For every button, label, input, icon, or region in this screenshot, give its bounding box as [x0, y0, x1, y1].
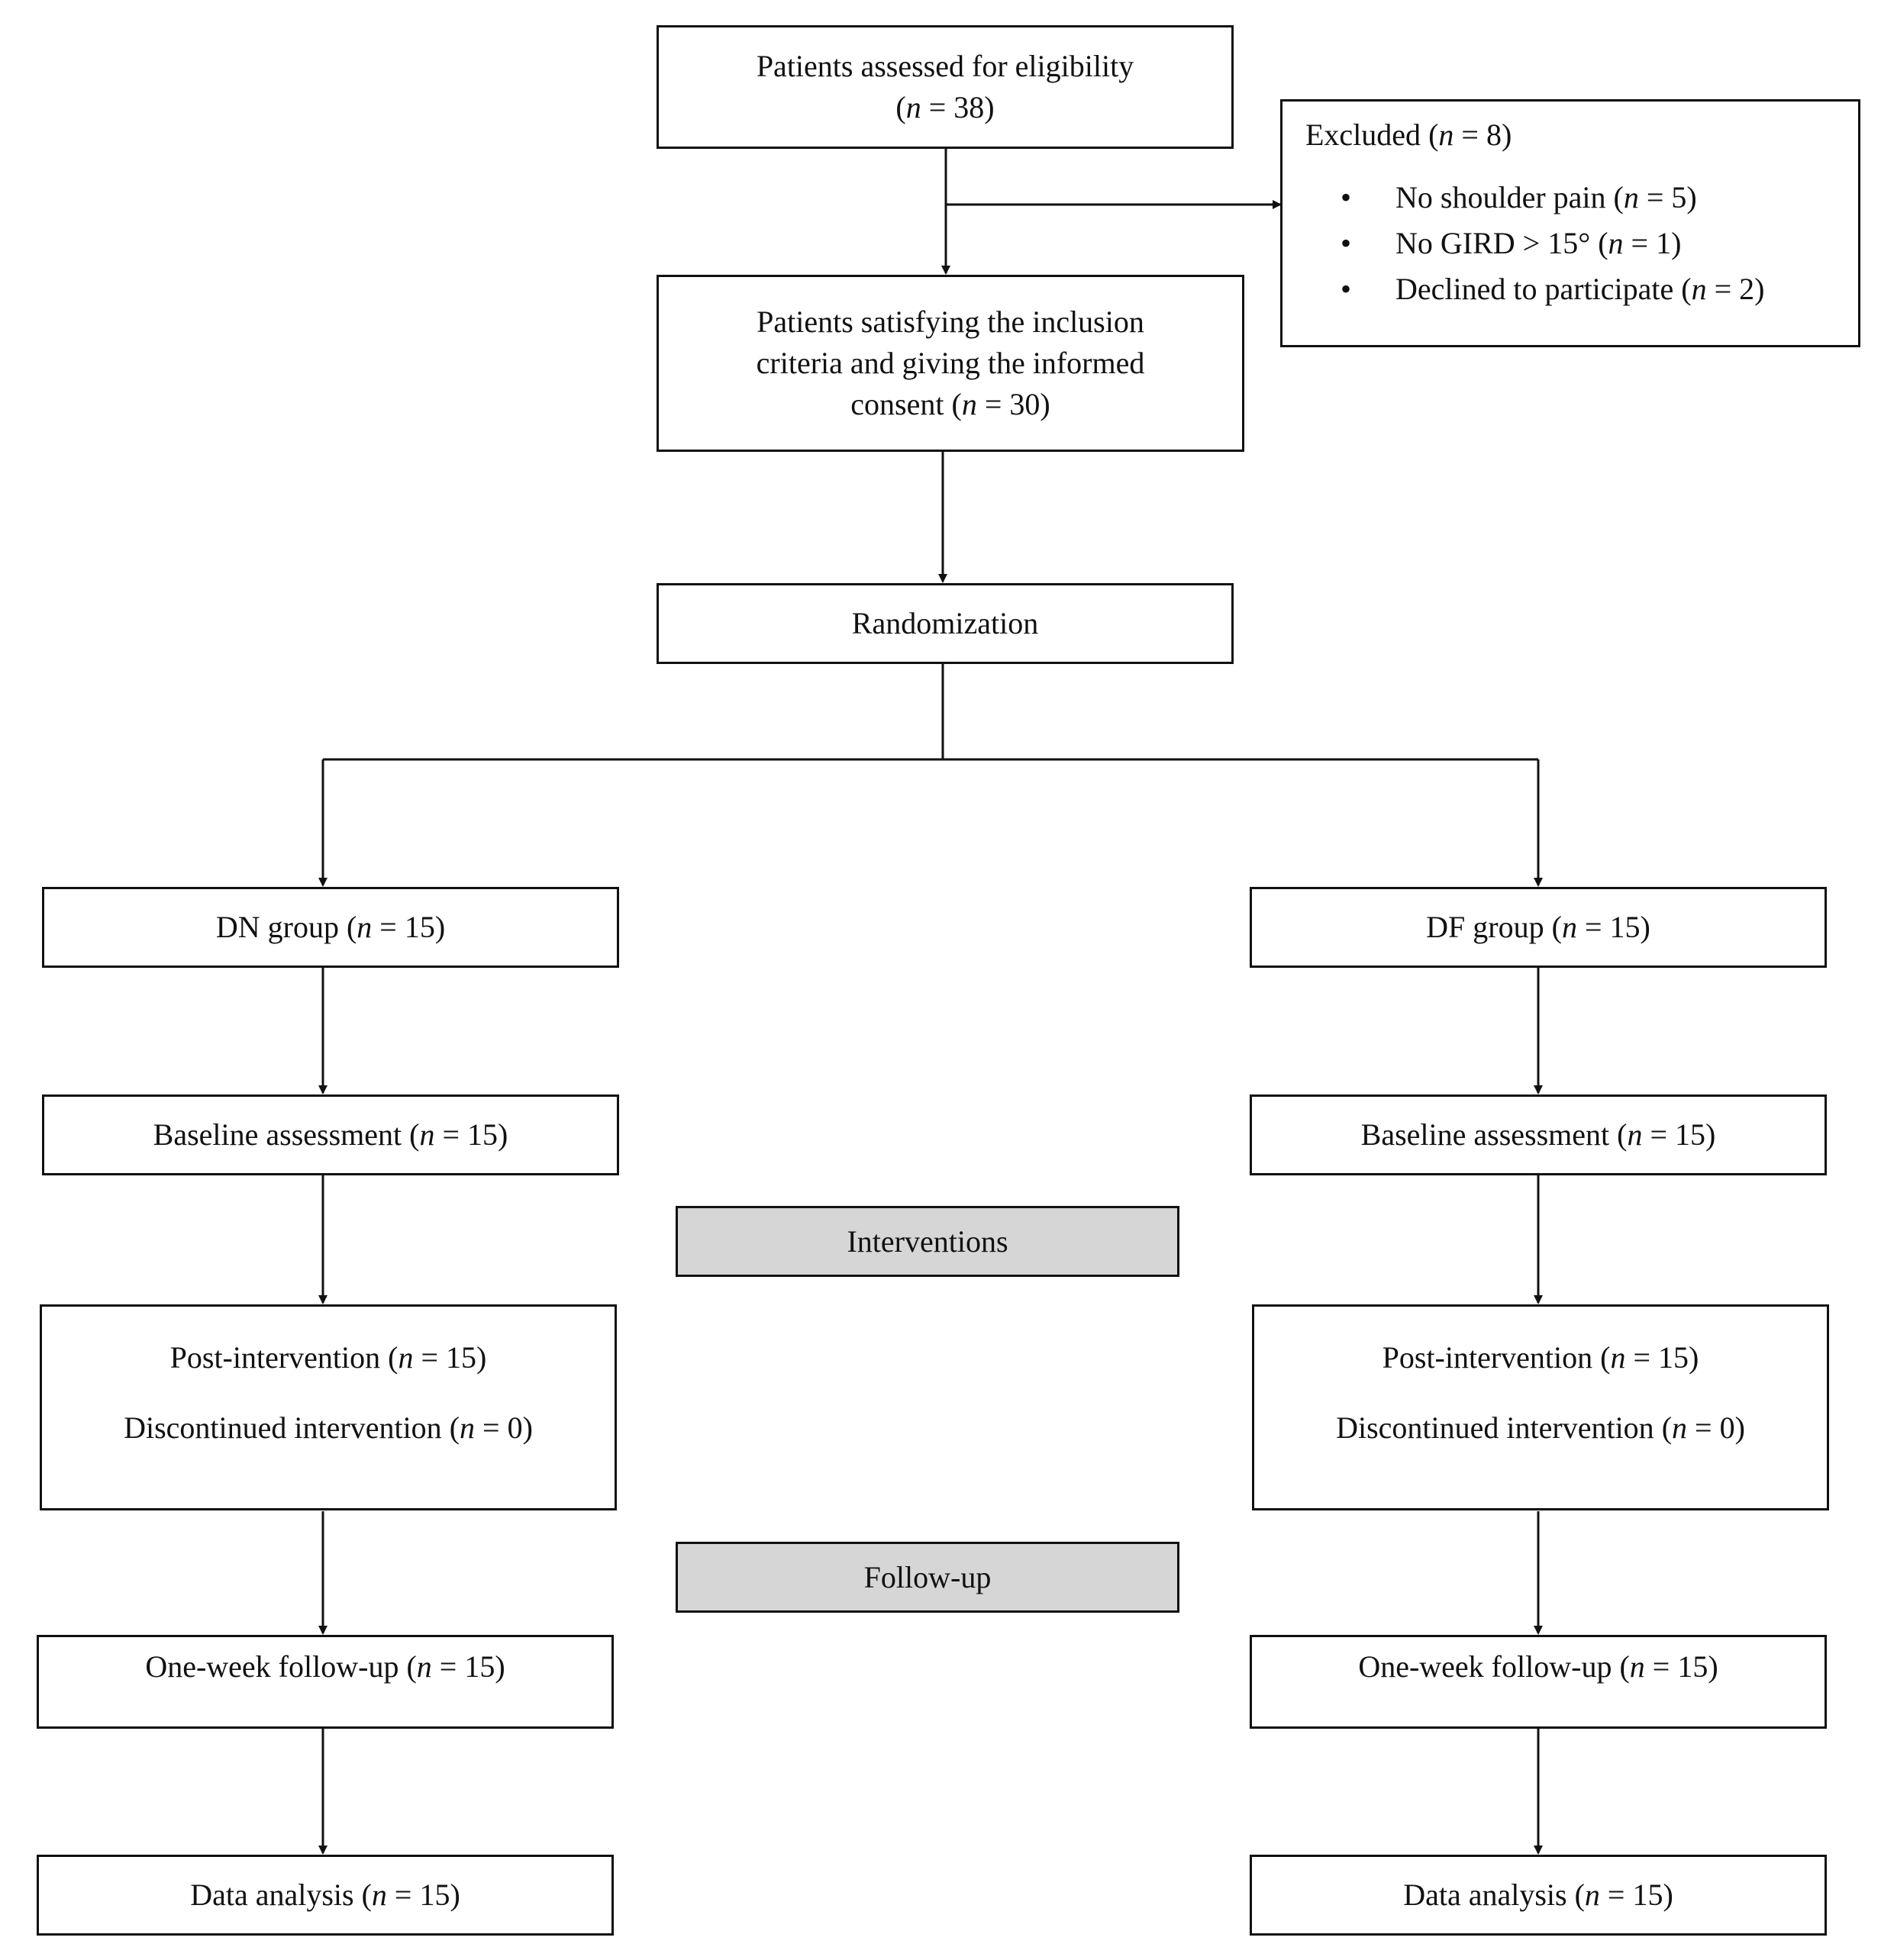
follow-up-phase-label: Follow-up	[676, 1542, 1179, 1613]
right-post-intervention-box: Post-intervention (n = 15) Discontinued …	[1252, 1304, 1829, 1510]
follow-up-text: Follow-up	[863, 1559, 992, 1594]
df-group-label: DF group (n = 15)	[1426, 910, 1650, 944]
inclusion-box: Patients satisfying the inclusion criter…	[657, 275, 1244, 452]
interventions-text: Interventions	[847, 1223, 1008, 1259]
left-post-intervention-box: Post-intervention (n = 15) Discontinued …	[40, 1304, 617, 1510]
assessed-count: (n = 38)	[895, 90, 995, 124]
inclusion-line-2: criteria and giving the informed	[756, 346, 1145, 380]
inclusion-line-1: Patients satisfying the inclusion	[757, 305, 1144, 339]
right-analysis-box: Data analysis (n = 15)	[1250, 1855, 1827, 1936]
inclusion-line-3: consent (n = 30)	[850, 387, 1050, 421]
excluded-box: Excluded (n = 8) No shoulder pain (n = 5…	[1280, 99, 1860, 347]
left-baseline-box: Baseline assessment (n = 15)	[42, 1094, 619, 1175]
df-group-box: DF group (n = 15)	[1250, 887, 1827, 968]
left-baseline-label: Baseline assessment (n = 15)	[153, 1117, 508, 1152]
left-discontinued-label: Discontinued intervention (n = 0)	[124, 1410, 533, 1445]
right-baseline-box: Baseline assessment (n = 15)	[1250, 1094, 1827, 1175]
left-followup-box: One-week follow-up (n = 15)	[37, 1635, 614, 1729]
right-followup-label: One-week follow-up (n = 15)	[1358, 1649, 1718, 1684]
excluded-list: No shoulder pain (n = 5) No GIRD > 15° (…	[1305, 175, 1835, 312]
left-analysis-box: Data analysis (n = 15)	[37, 1855, 614, 1936]
left-analysis-label: Data analysis (n = 15)	[190, 1878, 460, 1912]
excluded-title: Excluded (n = 8)	[1305, 118, 1512, 152]
excluded-item: Declined to participate (n = 2)	[1305, 266, 1835, 312]
randomization-label: Randomization	[851, 606, 1039, 640]
right-baseline-label: Baseline assessment (n = 15)	[1360, 1117, 1716, 1152]
assessed-text: Patients assessed for eligibility	[756, 49, 1134, 83]
right-discontinued-label: Discontinued intervention (n = 0)	[1336, 1410, 1745, 1445]
excluded-item: No GIRD > 15° (n = 1)	[1305, 221, 1835, 266]
left-post-label: Post-intervention (n = 15)	[169, 1340, 487, 1375]
right-followup-box: One-week follow-up (n = 15)	[1250, 1635, 1827, 1729]
assessed-box: Patients assessed for eligibility (n = 3…	[657, 25, 1234, 149]
excluded-item: No shoulder pain (n = 5)	[1305, 175, 1835, 221]
right-analysis-label: Data analysis (n = 15)	[1403, 1878, 1673, 1912]
left-followup-label: One-week follow-up (n = 15)	[145, 1649, 505, 1684]
dn-group-box: DN group (n = 15)	[42, 887, 619, 968]
randomization-box: Randomization	[657, 583, 1234, 664]
interventions-phase-label: Interventions	[676, 1206, 1179, 1277]
right-post-label: Post-intervention (n = 15)	[1382, 1340, 1699, 1375]
dn-group-label: DN group (n = 15)	[215, 910, 446, 944]
